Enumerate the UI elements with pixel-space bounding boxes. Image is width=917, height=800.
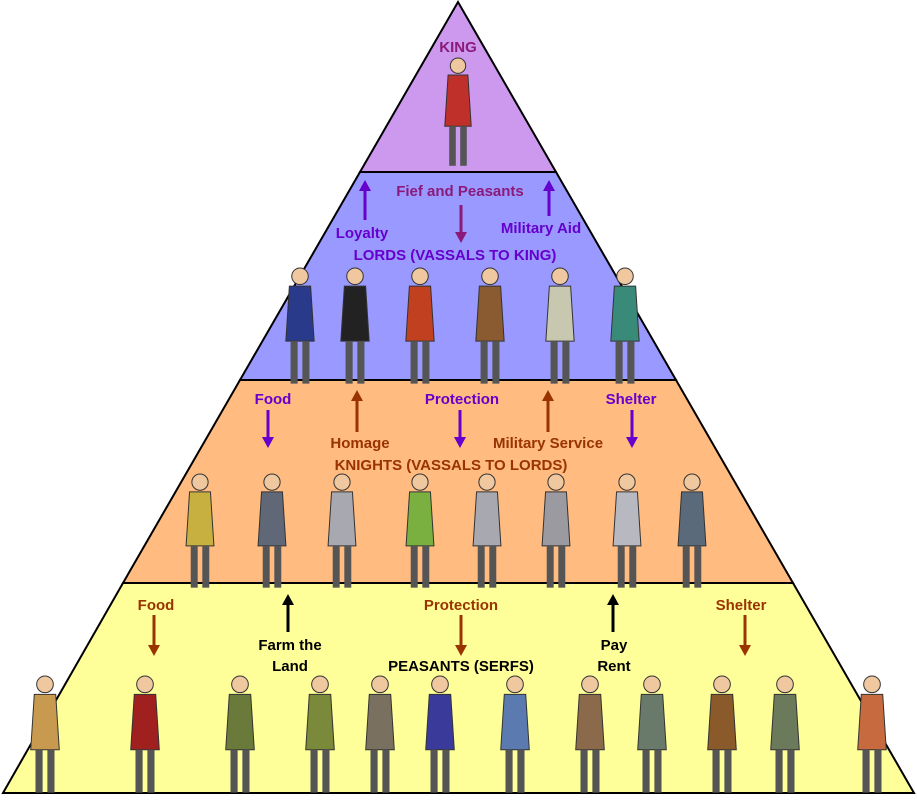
peasant-figure-2 <box>130 675 160 793</box>
knight-figure-6 <box>541 473 571 588</box>
fief-down-arrow <box>455 205 467 243</box>
protection-down-arrow <box>454 410 466 448</box>
peasants-gives-farm-line1: Farm the <box>258 637 321 654</box>
knight-figure-5 <box>472 473 502 588</box>
knights-receives-shelter: Shelter <box>606 391 657 408</box>
lord-figure-1 <box>285 267 315 384</box>
knight-figure-8 <box>677 473 707 588</box>
peasant-figure-1 <box>30 675 60 793</box>
knight-figure-3 <box>327 473 357 588</box>
farm-up-arrow <box>282 594 294 632</box>
military-aid-up-arrow <box>543 180 555 216</box>
lords-title: LORDS (VASSALS TO KING) <box>354 247 557 264</box>
knight-figure-2 <box>257 473 287 588</box>
peasants-gives-rent-line1: Pay <box>601 637 628 654</box>
knights-receives-protection: Protection <box>425 391 499 408</box>
lords-gives-military-aid: Military Aid <box>501 220 581 237</box>
peasants-receives-protection: Protection <box>424 597 498 614</box>
lord-figure-5 <box>545 267 575 384</box>
knights-title: KNIGHTS (VASSALS TO LORDS) <box>335 457 568 474</box>
peasants-title: PEASANTS (SERFS) <box>388 658 534 675</box>
knight-figure-4 <box>405 473 435 588</box>
king-title: KING <box>439 39 477 56</box>
knights-gives-homage: Homage <box>330 435 389 452</box>
peasant-figure-6 <box>425 675 455 793</box>
shelter-down-arrow <box>626 410 638 448</box>
lord-figure-2 <box>340 267 370 384</box>
military-service-up-arrow <box>542 390 554 432</box>
peasant-shelter-down-arrow <box>739 615 751 656</box>
knights-receives-food: Food <box>255 391 292 408</box>
peasants-gives-farm-line2: Land <box>272 658 308 675</box>
lord-figure-3 <box>405 267 435 384</box>
peasants-receives-shelter: Shelter <box>716 597 767 614</box>
lord-figure-6 <box>610 267 640 384</box>
loyalty-up-arrow <box>359 180 371 220</box>
rent-up-arrow <box>607 594 619 632</box>
peasant-figure-10 <box>707 675 737 793</box>
peasant-figure-7 <box>500 675 530 793</box>
peasant-figure-12 <box>857 675 887 793</box>
knight-figure-1 <box>185 473 215 588</box>
peasants-receives-food: Food <box>138 597 175 614</box>
lords-receives-label: Fief and Peasants <box>396 183 524 200</box>
knight-figure-7 <box>612 473 642 588</box>
food-down-arrow <box>262 410 274 448</box>
peasants-gives-rent-line2: Rent <box>597 658 630 675</box>
peasant-protection-down-arrow <box>455 615 467 656</box>
knights-gives-military-service: Military Service <box>493 435 603 452</box>
peasant-figure-8 <box>575 675 605 793</box>
lord-figure-4 <box>475 267 505 384</box>
peasant-food-down-arrow <box>148 615 160 656</box>
peasant-figure-11 <box>770 675 800 793</box>
peasant-figure-5 <box>365 675 395 793</box>
peasant-figure-3 <box>225 675 255 793</box>
peasant-figure-4 <box>305 675 335 793</box>
peasant-figure-9 <box>637 675 667 793</box>
arrows <box>148 180 751 656</box>
homage-up-arrow <box>351 390 363 432</box>
figures <box>30 57 887 793</box>
lords-gives-loyalty: Loyalty <box>336 225 389 242</box>
king-figure <box>444 57 472 166</box>
